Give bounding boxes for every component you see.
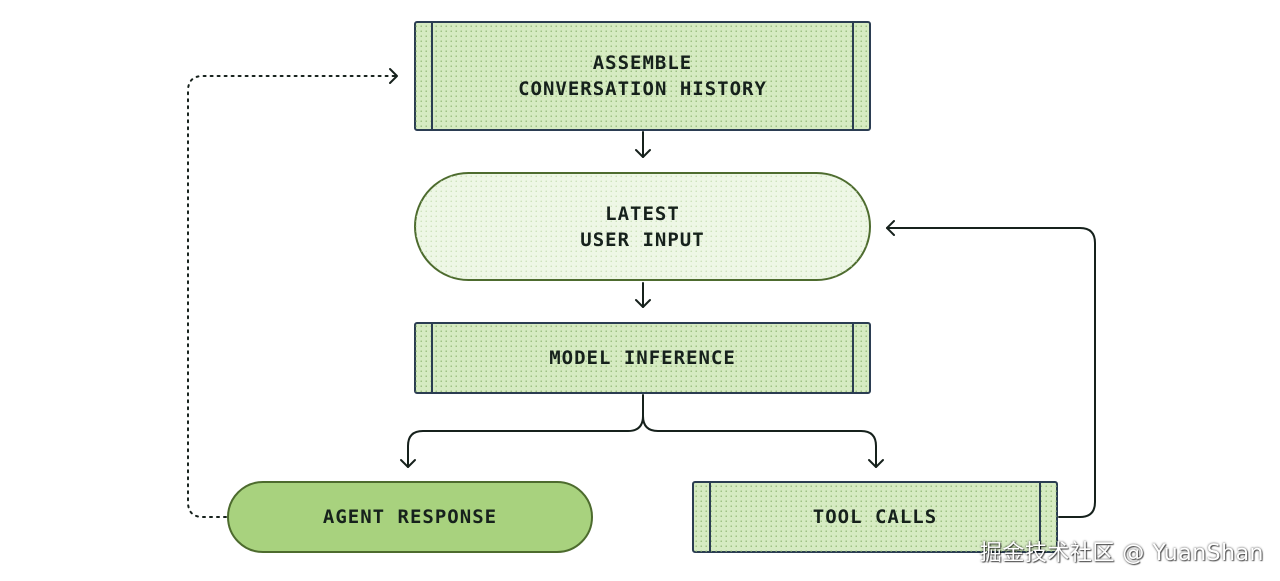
arrow-input-to-inference — [635, 282, 651, 308]
tool-calls-label: TOOL CALLS — [710, 482, 1040, 552]
tool-calls-text: TOOL CALLS — [812, 506, 938, 528]
assemble-history-box — [414, 21, 871, 131]
model-inference-text: MODEL INFERENCE — [549, 347, 736, 369]
assemble-history-line2: CONVERSATION HISTORY — [518, 78, 767, 100]
model-inference-box — [414, 322, 871, 394]
arrow-inference-to-tool-calls — [642, 415, 884, 468]
watermark: 掘金技术社区 @ YuanShan — [979, 541, 1264, 566]
assemble-history-line1: ASSEMBLE — [592, 52, 693, 74]
agent-response-pill — [227, 481, 593, 553]
agent-response-text: AGENT RESPONSE — [322, 506, 498, 528]
arrow-assemble-to-input — [635, 131, 651, 158]
latest-input-line1: LATEST — [605, 202, 680, 225]
latest-input-line2: USER INPUT — [580, 228, 705, 251]
latest-input-pill — [414, 172, 871, 281]
latest-input-label: LATEST USER INPUT — [432, 173, 853, 280]
arrow-agent-response-to-history — [187, 68, 398, 518]
arrow-inference-to-agent-response — [400, 394, 644, 468]
assemble-history-label: ASSEMBLE CONVERSATION HISTORY — [432, 22, 853, 130]
agent-response-label: AGENT RESPONSE — [228, 482, 592, 552]
arrow-tool-calls-to-input — [886, 220, 1096, 518]
tool-calls-box — [692, 481, 1058, 553]
model-inference-label: MODEL INFERENCE — [432, 323, 853, 393]
